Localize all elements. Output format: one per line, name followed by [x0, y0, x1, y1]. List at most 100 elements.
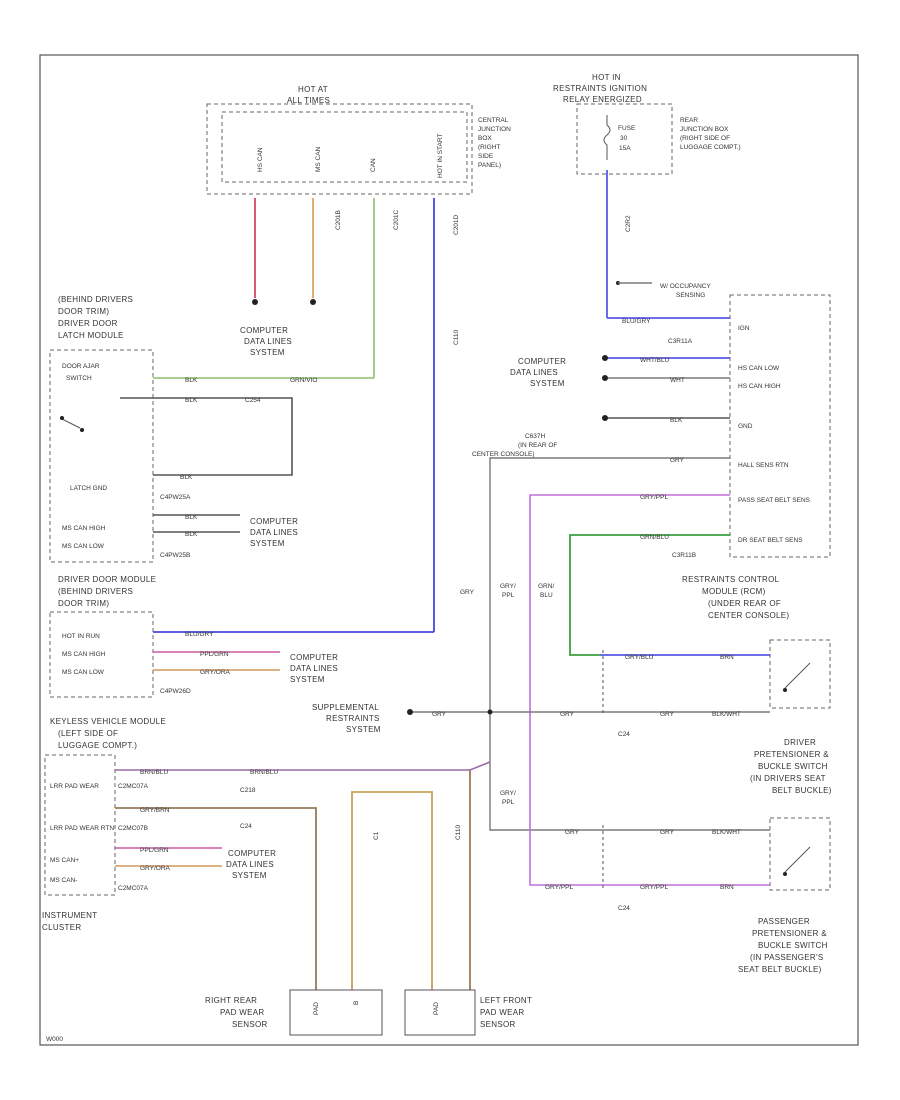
svg-text:C110: C110 — [453, 330, 460, 345]
svg-text:PASS SEAT BELT SENS: PASS SEAT BELT SENS — [738, 497, 811, 504]
svg-text:SUPPLEMENTAL: SUPPLEMENTAL — [312, 703, 379, 712]
svg-text:C24: C24 — [240, 823, 252, 830]
svg-text:PRETENSIONER &: PRETENSIONER & — [752, 929, 827, 938]
svg-text:BLK: BLK — [185, 514, 198, 521]
svg-text:INSTRUMENT: INSTRUMENT — [42, 911, 97, 920]
ground-splice-label: C637H (IN REAR OF CENTER CONSOLE) — [472, 433, 557, 458]
svg-text:GRY/ORA: GRY/ORA — [200, 669, 231, 676]
svg-text:COMPUTER: COMPUTER — [290, 653, 338, 662]
svg-text:PRETENSIONER &: PRETENSIONER & — [754, 750, 829, 759]
svg-text:BUCKLE SWITCH: BUCKLE SWITCH — [758, 941, 828, 950]
svg-text:W/ OCCUPANCY: W/ OCCUPANCY — [660, 283, 711, 290]
svg-text:C4PW25A: C4PW25A — [160, 494, 191, 501]
svg-text:DATA LINES: DATA LINES — [510, 368, 558, 377]
svg-text:CENTRAL: CENTRAL — [478, 117, 509, 124]
svg-text:SYSTEM: SYSTEM — [530, 379, 565, 388]
svg-text:MS CAN-: MS CAN- — [50, 877, 77, 884]
svg-text:DRIVER DOOR: DRIVER DOOR — [58, 319, 118, 328]
svg-text:HS CAN: HS CAN — [257, 147, 264, 172]
driver-door-latch-module: (BEHIND DRIVERS DOOR TRIM) DRIVER DOOR L… — [49, 295, 154, 563]
svg-text:COMPUTER: COMPUTER — [250, 517, 298, 526]
svg-text:CENTER CONSOLE): CENTER CONSOLE) — [472, 451, 534, 458]
svg-text:HALL SENS RTN: HALL SENS RTN — [738, 462, 789, 469]
svg-text:PAD: PAD — [433, 1002, 440, 1015]
svg-text:COMPUTER: COMPUTER — [228, 849, 276, 858]
svg-text:GRY: GRY — [660, 829, 675, 836]
svg-text:C201B: C201B — [335, 210, 342, 230]
svg-text:SENSOR: SENSOR — [232, 1020, 268, 1029]
svg-text:GRY: GRY — [670, 457, 685, 464]
svg-text:BLK: BLK — [185, 377, 198, 384]
svg-text:GRN/: GRN/ — [538, 583, 554, 590]
svg-text:ALL TIMES: ALL TIMES — [287, 96, 330, 105]
svg-text:HOT IN START: HOT IN START — [437, 134, 444, 178]
svg-text:BLK: BLK — [185, 397, 198, 404]
svg-text:RESTRAINTS: RESTRAINTS — [326, 714, 380, 723]
svg-text:HS CAN HIGH: HS CAN HIGH — [738, 383, 781, 390]
svg-text:DR SEAT BELT SENS: DR SEAT BELT SENS — [738, 537, 803, 544]
svg-text:C2MC07A: C2MC07A — [118, 783, 149, 790]
svg-text:DATA LINES: DATA LINES — [250, 528, 298, 537]
svg-text:MS CAN LOW: MS CAN LOW — [62, 543, 105, 550]
svg-text:BLK: BLK — [185, 531, 198, 538]
svg-text:C2MC07A: C2MC07A — [118, 885, 149, 892]
svg-text:MODULE (RCM): MODULE (RCM) — [702, 587, 766, 596]
svg-text:MS CAN HIGH: MS CAN HIGH — [62, 651, 106, 658]
svg-text:SIDE: SIDE — [478, 153, 494, 160]
svg-text:DRIVER DOOR MODULE: DRIVER DOOR MODULE — [58, 575, 156, 584]
svg-text:CAN: CAN — [370, 158, 377, 172]
svg-text:GRY/PPL: GRY/PPL — [640, 884, 668, 891]
svg-text:GRN/VIO: GRN/VIO — [290, 377, 317, 384]
svg-text:BLU/GRY: BLU/GRY — [622, 318, 651, 325]
svg-text:SWITCH: SWITCH — [66, 375, 92, 382]
svg-text:GRY/PPL: GRY/PPL — [545, 884, 573, 891]
computer-data-lines-top: COMPUTER DATA LINES SYSTEM — [240, 326, 292, 357]
svg-text:LRR PAD WEAR: LRR PAD WEAR — [50, 783, 99, 790]
svg-text:BLK/WHT: BLK/WHT — [712, 711, 741, 718]
svg-text:C110: C110 — [455, 825, 462, 840]
svg-text:SEAT BELT BUCKLE): SEAT BELT BUCKLE) — [738, 965, 822, 974]
keyless-vehicle-module: KEYLESS VEHICLE MODULE (LEFT SIDE OF LUG… — [42, 717, 166, 932]
svg-text:LUGGAGE COMPT.): LUGGAGE COMPT.) — [58, 741, 137, 750]
svg-text:PPL/GRN: PPL/GRN — [140, 847, 169, 854]
svg-text:HOT IN RUN: HOT IN RUN — [62, 633, 100, 640]
svg-text:KEYLESS VEHICLE MODULE: KEYLESS VEHICLE MODULE — [50, 717, 166, 726]
svg-text:REAR: REAR — [680, 117, 698, 124]
svg-text:SYSTEM: SYSTEM — [250, 539, 285, 548]
svg-text:GRY: GRY — [565, 829, 580, 836]
svg-text:CLUSTER: CLUSTER — [42, 923, 81, 932]
svg-text:MS CAN+: MS CAN+ — [50, 857, 79, 864]
svg-text:C4PW25B: C4PW25B — [160, 552, 190, 559]
central-junction-box: HOT AT ALL TIMES CENTRAL JUNCTION BOX (R… — [206, 85, 511, 195]
svg-text:BLK/WHT: BLK/WHT — [712, 829, 741, 836]
svg-text:DATA LINES: DATA LINES — [290, 664, 338, 673]
supplemental-restraints-label: SUPPLEMENTAL RESTRAINTS SYSTEM — [312, 703, 380, 734]
left-front-pad-wear-sensor: PAD LEFT FRONT PAD WEAR SENSOR — [404, 989, 532, 1036]
svg-text:BOX: BOX — [478, 135, 492, 142]
svg-text:C218: C218 — [240, 787, 256, 794]
computer-data-lines-rcm: COMPUTER DATA LINES SYSTEM — [510, 357, 566, 388]
svg-text:(IN PASSENGER'S: (IN PASSENGER'S — [750, 953, 823, 962]
svg-text:SENSING: SENSING — [676, 292, 705, 299]
svg-text:COMPUTER: COMPUTER — [240, 326, 288, 335]
svg-text:PANEL): PANEL) — [478, 162, 501, 169]
svg-text:BLK: BLK — [670, 417, 683, 424]
svg-text:RESTRAINTS IGNITION: RESTRAINTS IGNITION — [553, 84, 647, 93]
computer-data-lines-latch: COMPUTER DATA LINES SYSTEM — [250, 517, 298, 548]
svg-text:(BEHIND DRIVERS: (BEHIND DRIVERS — [58, 295, 133, 304]
diagram-frame — [39, 54, 859, 1046]
svg-text:DRIVER: DRIVER — [784, 738, 816, 747]
svg-text:C4PW26D: C4PW26D — [160, 688, 191, 695]
driver-buckle-switch: DRIVER PRETENSIONER & BUCKLE SWITCH (IN … — [750, 639, 832, 795]
svg-text:DATA LINES: DATA LINES — [244, 337, 292, 346]
svg-text:15A: 15A — [619, 145, 631, 152]
svg-text:GRY/PPL: GRY/PPL — [640, 494, 668, 501]
svg-text:LRR PAD WEAR RTN: LRR PAD WEAR RTN — [50, 825, 114, 832]
right-rear-pad-wear-sensor: PAD B RIGHT REAR PAD WEAR SENSOR — [205, 989, 383, 1036]
svg-text:HS CAN LOW: HS CAN LOW — [738, 365, 780, 372]
svg-text:C254: C254 — [245, 397, 261, 404]
restraints-control-module: IGN C3R11A HS CAN LOW HS CAN HIGH GND HA… — [668, 294, 831, 620]
svg-text:C637H: C637H — [525, 433, 546, 440]
svg-text:LEFT FRONT: LEFT FRONT — [480, 996, 532, 1005]
svg-text:SYSTEM: SYSTEM — [250, 348, 285, 357]
